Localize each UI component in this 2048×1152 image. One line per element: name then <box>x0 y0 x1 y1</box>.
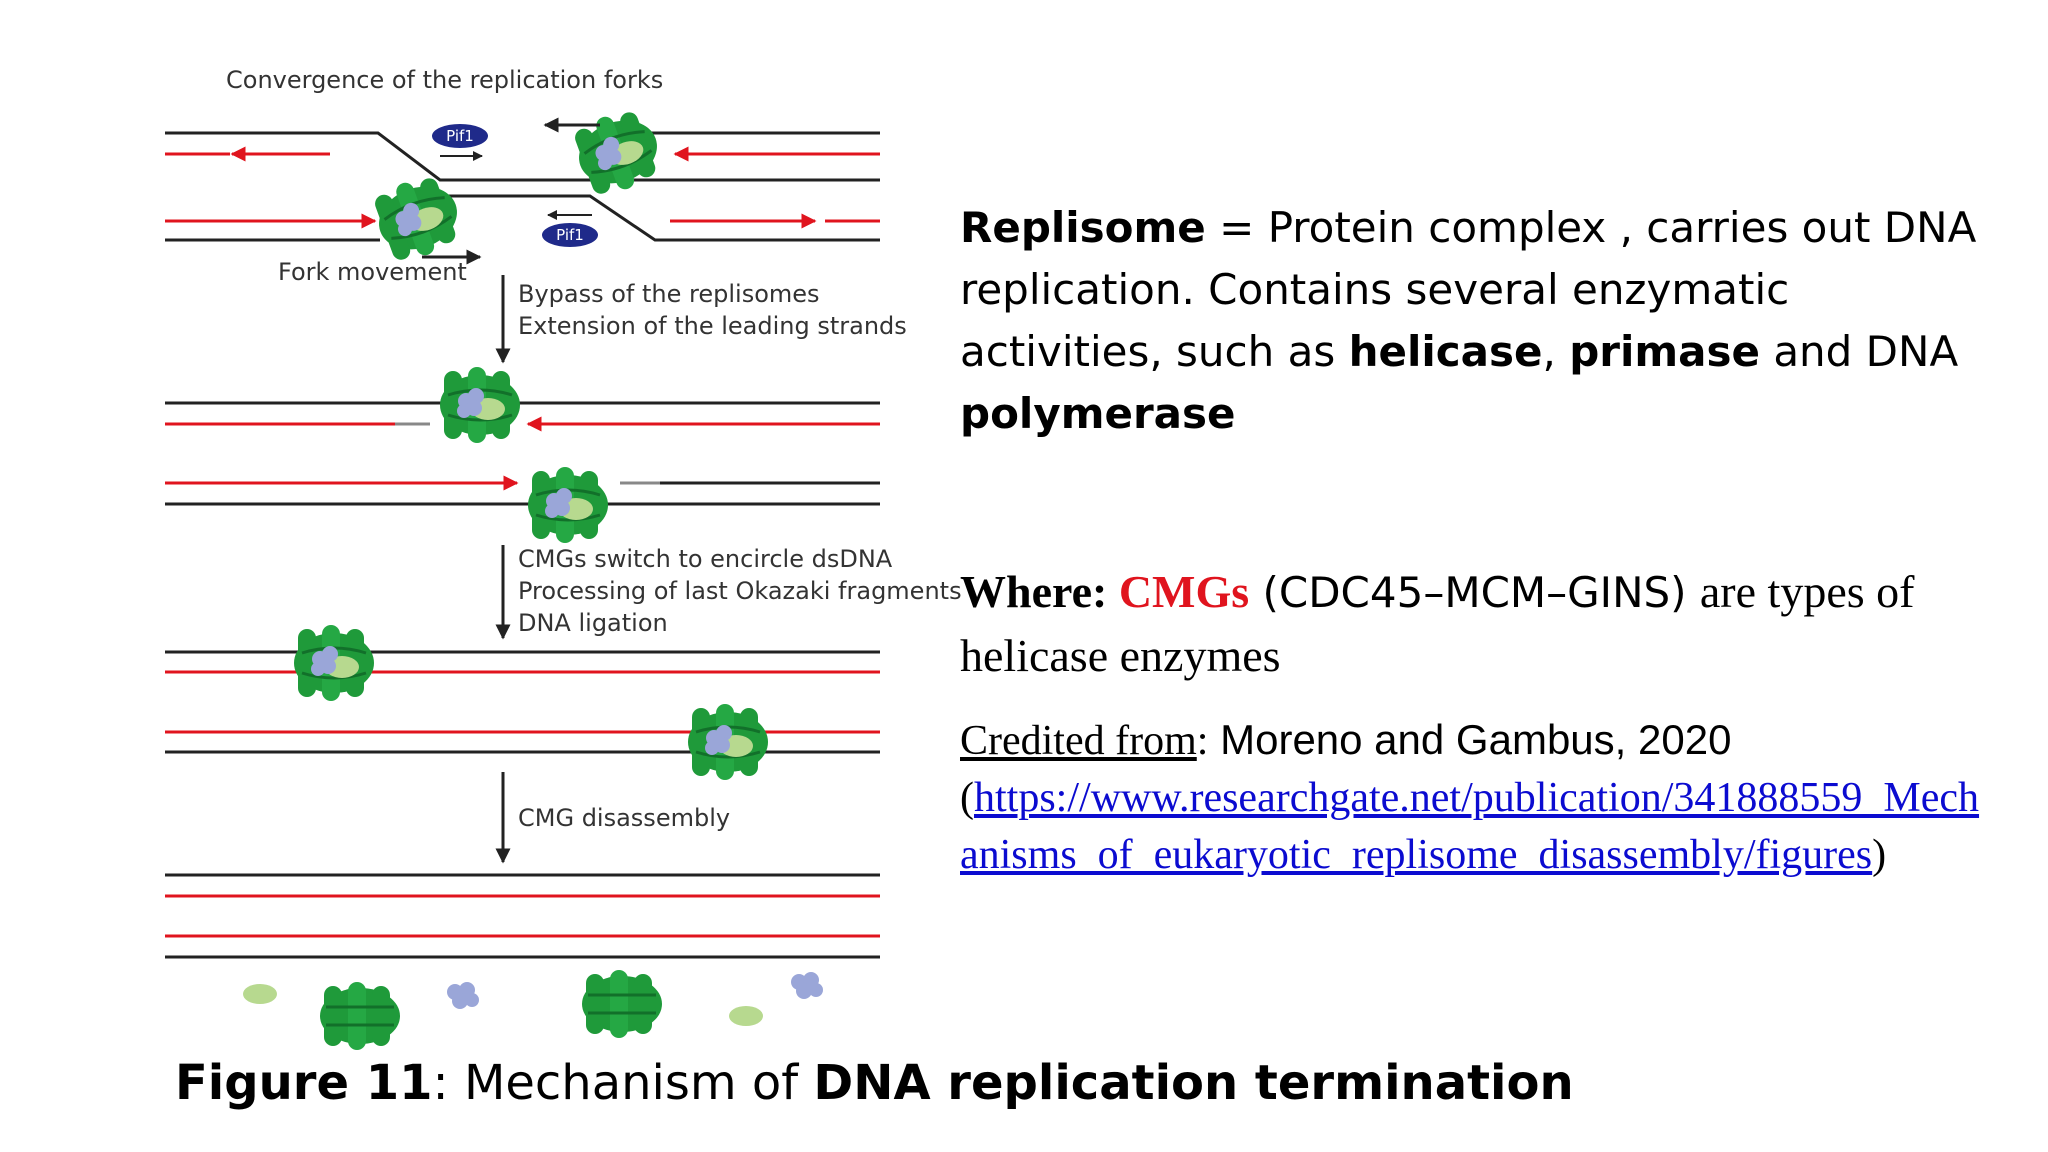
cmg-bypass-2 <box>526 465 610 545</box>
bypass-label-2: Extension of the leading strands <box>518 312 907 340</box>
replisome-definition: Replisome = Protein complex , carries ou… <box>960 197 1990 445</box>
figure-label: Figure 11 <box>175 1055 433 1111</box>
cmg-switch-label-2: Processing of last Okazaki fragments <box>518 577 962 605</box>
cmg-left-fork <box>365 167 471 269</box>
credit-url-link[interactable]: https://www.researchgate.net/publication… <box>960 775 1980 878</box>
cmgs-term: CMGs <box>1118 566 1250 617</box>
svg-text:Pif1: Pif1 <box>446 127 474 145</box>
panel-cmg-dsdna <box>165 623 880 782</box>
where-label: Where: <box>960 566 1119 617</box>
credit-label: Credited from <box>960 718 1197 764</box>
mcm-free-1 <box>318 980 402 1052</box>
primase-term: primase <box>1569 327 1760 376</box>
cmg-switch-label-3: DNA ligation <box>518 609 668 637</box>
definition-separator: , <box>1542 327 1570 376</box>
gins-free-1 <box>447 982 479 1009</box>
cdc45-free-1 <box>243 984 277 1004</box>
fork-movement-label: Fork movement <box>278 258 467 286</box>
figure-caption-text: : Mechanism of <box>432 1055 814 1111</box>
credit-authors: Moreno and Gambus, 2020 <box>1208 716 1732 763</box>
credit-note: Credited from: Moreno and Gambus, 2020 (h… <box>960 712 1990 883</box>
definition-text-1: = Protein complex , carries out DNA repl… <box>960 203 1977 376</box>
definition-text-2: and DNA <box>1759 327 1959 376</box>
mcm-free-2 <box>580 968 664 1040</box>
credit-close-paren: ) <box>1872 832 1887 878</box>
credit-open-paren: ( <box>960 775 974 821</box>
cmg-bypass-1 <box>438 365 522 445</box>
cmg-right-fork <box>565 101 671 203</box>
cmg-dsdna-2 <box>686 702 770 782</box>
panel-bypass <box>165 365 880 545</box>
pif1-bottom: Pif1 <box>542 210 598 247</box>
cmg-note: Where: CMGs (CDC45–MCM–GINS) are types o… <box>960 560 1990 687</box>
convergence-label: Convergence of the replication forks <box>226 66 663 94</box>
bypass-label-1: Bypass of the replisomes <box>518 280 820 308</box>
polymerase-term: polymerase <box>960 389 1236 438</box>
cmg-full-name: (CDC45–MCM–GINS) <box>1249 568 1700 617</box>
pif1-top: Pif1 <box>432 124 488 161</box>
panel-disassembled <box>165 873 880 1052</box>
cdc45-free-2 <box>729 1006 763 1026</box>
panel-converging-forks: Pif1 Pif1 Fork movement <box>165 101 880 286</box>
credit-colon: : <box>1196 718 1209 764</box>
cmg-switch-label-1: CMGs switch to encircle dsDNA <box>518 545 893 573</box>
helicase-term: helicase <box>1348 327 1543 376</box>
cmg-dsdna-1 <box>292 623 376 703</box>
cmg-note-text: are types of helicase enzymes <box>960 566 1915 681</box>
cmg-disassembly-label: CMG disassembly <box>518 804 730 832</box>
svg-text:Pif1: Pif1 <box>556 226 584 244</box>
replisome-term: Replisome <box>960 203 1206 252</box>
figure-caption: Figure 11: Mechanism of DNA replication … <box>175 1050 1574 1116</box>
gins-free-2 <box>791 972 823 999</box>
figure-title: DNA replication termination <box>813 1055 1574 1111</box>
